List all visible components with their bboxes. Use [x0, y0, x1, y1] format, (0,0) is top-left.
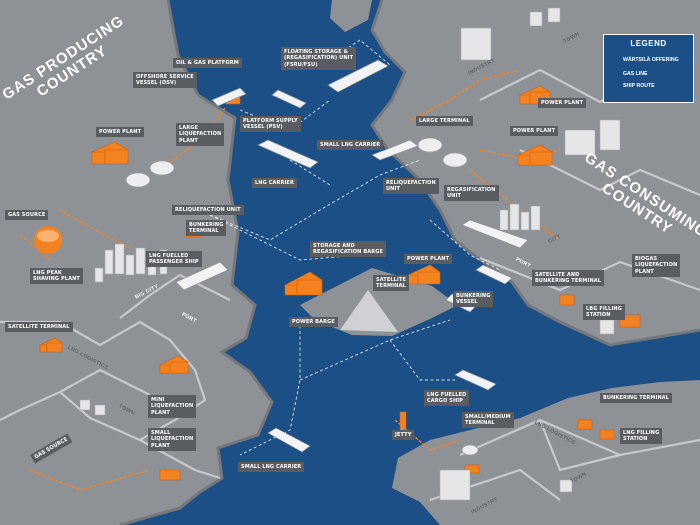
label-small-liquefaction-plant: SMALL LIQUEFACTION PLANT — [148, 428, 196, 451]
label-power-plant-center: POWER PLANT — [404, 254, 452, 264]
peak-shaving-tank — [34, 226, 62, 254]
label-lbg-filling-station: LBG FILLING STATION — [583, 304, 625, 320]
label-offshore-service-vessel: OFFSHORE SERVICE VESSEL (OSV) — [133, 72, 197, 88]
label-large-liquefaction-plant: LARGE LIQUEFACTION PLANT — [176, 123, 224, 146]
label-small-medium-terminal: SMALL/MEDIUM TERMINAL — [462, 412, 514, 428]
legend-item-label: SHIP ROUTE — [623, 83, 655, 89]
label-lng-peak-shaving-plant: LNG PEAK SHAVING PLANT — [30, 268, 83, 284]
label-power-plant-right-mid: POWER PLANT — [510, 126, 558, 136]
label-bunkering-terminal: BUNKERING TERMINAL — [186, 220, 226, 236]
label-small-lng-carrier-bottom: SMALL LNG CARRIER — [238, 462, 304, 472]
label-bunkering-vessel: BUNKERING VESSEL — [453, 291, 493, 307]
label-gas-source: GAS SOURCE — [5, 210, 48, 220]
label-power-plant: POWER PLANT — [96, 127, 144, 137]
label-small-lng-carrier: SMALL LNG CARRIER — [317, 140, 383, 150]
legend-item-label: WÄRTSILÄ OFFERING — [623, 57, 679, 63]
label-power-barge: POWER BARGE — [289, 317, 338, 327]
label-satellite-bunkering-terminal: SATELLITE AND BUNKERING TERMINAL — [532, 270, 604, 286]
legend-item-gas-line: GAS LINE — [610, 69, 648, 78]
label-platform-supply-vessel: PLATFORM SUPPLY VESSEL (PSV) — [240, 116, 301, 132]
legend-title: LEGEND — [604, 39, 693, 48]
label-storage-regasification-barge: STORAGE AND REGASIFICATION BARGE — [310, 241, 386, 257]
label-bunkering-terminal-right: BUNKERING TERMINAL — [600, 393, 672, 403]
label-mini-liquefaction-plant: MINI LIQUEFACTION PLANT — [148, 395, 196, 418]
label-lng-fuelled-cargo-ship: LNG FUELLED CARGO SHIP — [424, 390, 469, 406]
legend-item-ship-route: SHIP ROUTE — [610, 81, 655, 90]
legend-item-label: GAS LINE — [623, 71, 648, 77]
legend-item-wartsila: WÄRTSILÄ OFFERING — [610, 55, 679, 64]
label-lng-filling-station: LNG FILLING STATION — [620, 428, 662, 444]
label-large-terminal: LARGE TERMINAL — [416, 116, 473, 126]
label-satellite-terminal-center: SATELLITE TERMINAL — [373, 275, 409, 291]
label-reliquefaction-unit-right: RELIQUEFACTION UNIT — [383, 178, 439, 194]
label-oil-gas-platform: OIL & GAS PLATFORM — [173, 58, 242, 68]
label-regasification-unit: REGASIFICATION UNIT — [444, 185, 499, 201]
label-reliquefaction-unit: RELIQUEFACTION UNIT — [172, 205, 244, 215]
label-lng-carrier: LNG CARRIER — [252, 178, 297, 188]
label-jetty: JETTY — [392, 430, 414, 440]
label-satellite-terminal: SATELLITE TERMINAL — [5, 322, 73, 332]
label-lng-fuelled-passenger-ship: LNG FUELLED PASSENGER SHIP — [146, 251, 202, 267]
label-power-plant-right-top: POWER PLANT — [538, 98, 586, 108]
label-fsru: FLOATING STORAGE & (REGASIFICATION) UNIT… — [281, 47, 356, 70]
legend: LEGEND WÄRTSILÄ OFFERING GAS LINE SHIP R… — [603, 34, 694, 103]
label-biogas-liquefaction-plant: BIOGAS LIQUEFACTION PLANT — [632, 254, 680, 277]
